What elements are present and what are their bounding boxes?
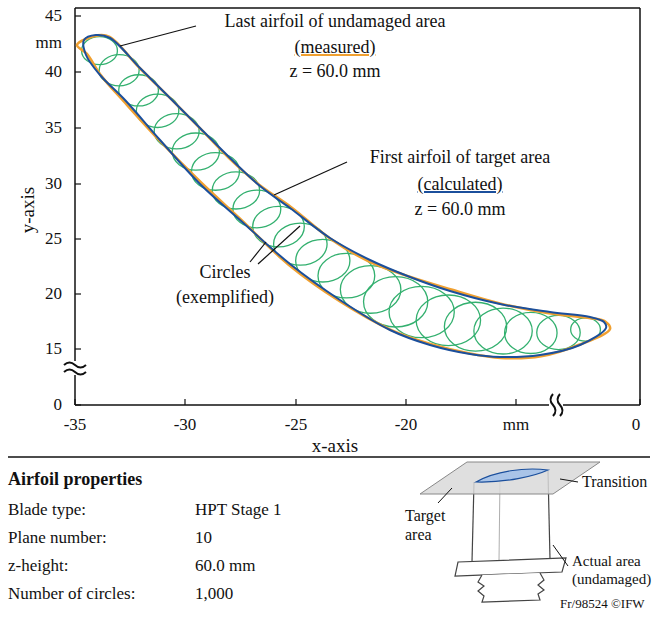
callout-text: z = 60.0 mm (414, 199, 505, 221)
tick-mark (295, 399, 296, 405)
axis-tick-label: 15 (45, 339, 62, 359)
separator-rule (8, 456, 650, 458)
inscribed-circle (474, 308, 532, 354)
axis-tick-label: 35 (45, 118, 62, 138)
tick-mark (75, 15, 81, 16)
tick-mark (75, 71, 81, 72)
axis-tick-label: -20 (395, 415, 418, 435)
tick-marks (75, 16, 640, 405)
callout-text: Circles (200, 262, 251, 284)
copyright-note: Fr/98524 ©IFW (560, 596, 645, 612)
calculated-airfoil (83, 35, 606, 357)
axis-break-symbol (64, 370, 86, 375)
tick-mark (75, 348, 81, 349)
axis-tick-label: 20 (45, 284, 62, 304)
axis-tick-label: -35 (64, 415, 87, 435)
axis-title: y-axis (17, 187, 40, 233)
measured-airfoil (77, 35, 610, 358)
tick-mark (75, 293, 81, 294)
axis-tick-label: 25 (45, 229, 62, 249)
inscribed-circle (82, 37, 118, 65)
tick-mark (184, 399, 185, 405)
callout-text: (calculated) (418, 174, 503, 196)
callout-text: Last airfoil of undamaged area (225, 11, 446, 33)
table-heading: Airfoil properties (8, 469, 142, 491)
blade-root (478, 573, 544, 602)
frame-top (75, 7, 640, 9)
axis-break-symbol (64, 363, 86, 368)
axis-break-symbol (551, 394, 556, 416)
table-cell: HPT Stage 1 (195, 500, 282, 520)
plot-frame (75, 8, 640, 405)
leader-line (438, 488, 452, 503)
inscribed-circle (364, 277, 428, 327)
axis-tick-label: 40 (45, 62, 62, 82)
leader-line (250, 242, 266, 262)
table-cell: Number of circles: (8, 584, 135, 604)
tick-mark (74, 399, 75, 405)
axis-unit: mm (36, 33, 62, 53)
airfoil-plot (77, 35, 610, 358)
table-cell: Plane number: (8, 528, 107, 548)
tick-mark (75, 404, 81, 405)
tick-mark (75, 183, 81, 184)
callout-text: z = 60.0 mm (289, 61, 380, 83)
table-cell: 60.0 mm (195, 556, 255, 576)
tick-mark (75, 238, 81, 239)
y-axis-line (74, 8, 76, 405)
inscribed-circle (444, 302, 506, 351)
table-cell: z-height: (8, 556, 68, 576)
table-cell: Blade type: (8, 500, 86, 520)
callout-text: (exemplified) (176, 287, 274, 309)
leader-line (120, 26, 196, 46)
blade-platform (455, 558, 566, 576)
leader-line (274, 162, 347, 195)
axis-tick-label: -30 (174, 415, 197, 435)
inset-label: Target area (405, 506, 465, 544)
inset-label: Actual area (undamaged) (572, 552, 656, 588)
axis-title: x-axis (312, 435, 358, 458)
callout-text: First airfoil of target area (370, 147, 551, 169)
target-section (476, 469, 548, 482)
tick-mark (405, 399, 406, 405)
callout-text: (measured) (295, 37, 376, 59)
section-plane (420, 462, 600, 494)
axis-break-symbol (558, 394, 563, 416)
axis-unit: mm (503, 415, 529, 435)
axis-tick-label: 0 (632, 415, 641, 435)
table-cell: 1,000 (195, 584, 233, 604)
axis-tick-label: 45 (45, 6, 62, 26)
axis-breaks (64, 361, 563, 416)
sampling-path (84, 35, 606, 328)
axis-tick-label: -25 (285, 415, 308, 435)
tick-mark (639, 399, 640, 405)
tick-mark (75, 127, 81, 128)
axis-tick-label: 0 (54, 395, 63, 415)
inscribed-circle (172, 133, 219, 170)
inset-label: Transition (582, 472, 647, 491)
frame-right (639, 8, 641, 405)
leader-line (560, 479, 578, 482)
inscribed-circle (537, 315, 580, 349)
axis-tick-label: 30 (45, 174, 62, 194)
leader-line (553, 545, 568, 566)
tick-mark (515, 399, 516, 405)
table-cell: 10 (195, 528, 212, 548)
